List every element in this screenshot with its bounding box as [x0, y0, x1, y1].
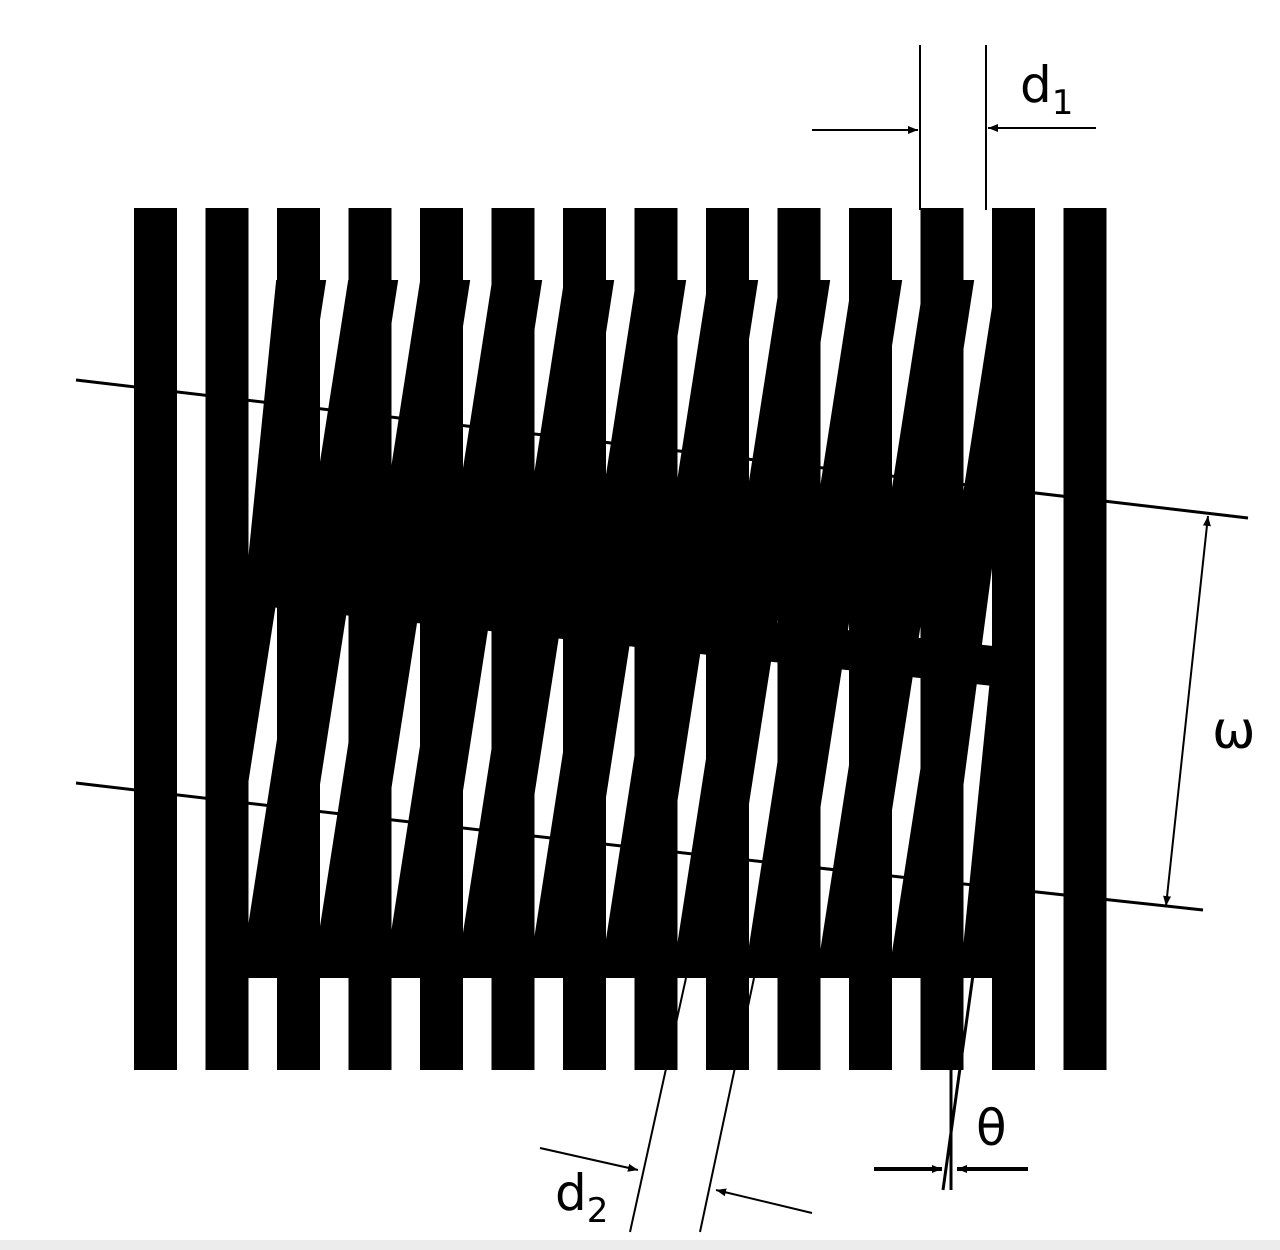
vertical-grating-bar — [1063, 208, 1107, 1070]
tilted-grating-bar — [312, 280, 471, 978]
tilted-grating-bar — [816, 280, 975, 978]
theta-line-tilted — [941, 974, 975, 1191]
tilted-grating-bar — [960, 280, 1030, 978]
tilted-grating-bar — [384, 280, 543, 978]
bottom-edge-strip — [0, 1240, 1280, 1250]
d2-arrow-left — [539, 1147, 639, 1172]
tilted-grating-bar — [206, 280, 327, 978]
omega-arrow — [1163, 515, 1211, 907]
d2-extension-left — [629, 977, 687, 1233]
d2-extension-right — [699, 977, 755, 1233]
theta-label: θ — [976, 1099, 1007, 1157]
tilted-grating-bar — [888, 280, 1030, 978]
d2-label: d2 — [555, 1164, 608, 1231]
omega-label: ω — [1212, 701, 1256, 761]
d1-dimension — [812, 45, 1096, 210]
theta-dimension — [874, 974, 1028, 1191]
fringe-line-lower — [75, 781, 1204, 912]
fringe-lines — [75, 378, 1249, 912]
d2-dimension — [539, 977, 813, 1233]
tilted-grating — [206, 280, 1030, 978]
d2-arrow-right — [715, 1188, 813, 1214]
d1-label: d1 — [1020, 56, 1073, 123]
vertical-grating-bar — [134, 208, 177, 1070]
moire-dark-fringe — [206, 560, 1030, 690]
fringe-line-upper — [75, 378, 1249, 520]
tilted-grating-bar — [240, 280, 399, 978]
